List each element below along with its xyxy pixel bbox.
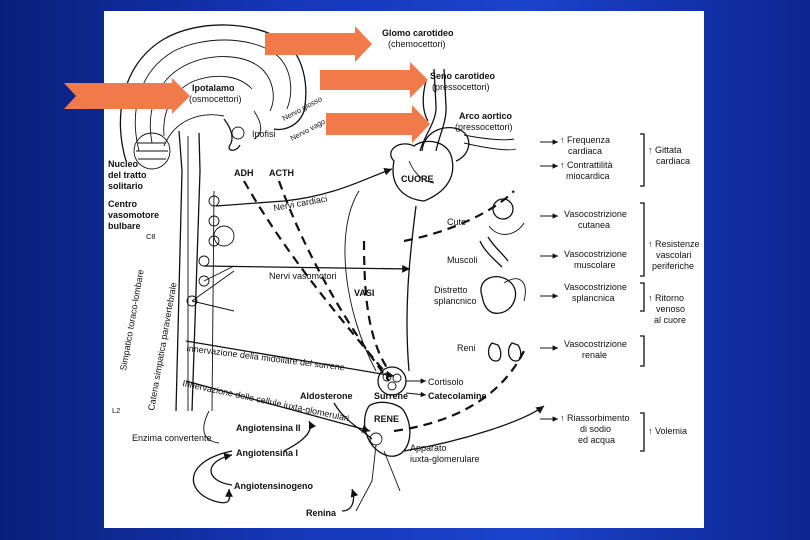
label-vasi: VASI bbox=[354, 288, 374, 298]
label-vaso-renale-1: Vasocostrizione bbox=[564, 339, 627, 349]
label-gittata-1: ↑ Gittata bbox=[648, 145, 682, 155]
label-angiotensina-ii: Angiotensina II bbox=[236, 423, 301, 433]
label-nucleo-3: solitario bbox=[108, 181, 144, 191]
label-centro-1: Centro bbox=[108, 199, 138, 209]
body-outline bbox=[406, 205, 417, 372]
label-gittata-2: cardiaca bbox=[656, 156, 690, 166]
label-nucleo-1: Nucleo bbox=[108, 159, 139, 169]
label-contrattilita-1: ↑ Contrattilità bbox=[560, 160, 613, 170]
adrenal-kidney-illustration bbox=[355, 366, 411, 512]
diagram-panel: CUORE Glomo carotideo (chemocettori) Sen… bbox=[104, 11, 704, 528]
label-c8: C8 bbox=[146, 232, 156, 241]
label-resistenze-2: vascolari bbox=[656, 250, 692, 260]
label-nervo-vago: Nervo vago bbox=[289, 117, 327, 143]
dashed-path-1 bbox=[243, 180, 385, 372]
heart-illustration: CUORE bbox=[390, 140, 454, 202]
label-vaso-splancnica-1: Vasocostrizione bbox=[564, 282, 627, 292]
label-simpatico: Simpatico toraco-lombare bbox=[118, 269, 146, 372]
label-catecolamine: Catecolamine bbox=[428, 391, 487, 401]
label-inn-midollare: Innervazione della midollare del surrene bbox=[186, 343, 346, 372]
label-aldosterone: Aldosterone bbox=[300, 391, 353, 401]
effect-brackets bbox=[640, 133, 645, 452]
splanchnic-illustration bbox=[480, 276, 526, 314]
label-cuore: CUORE bbox=[401, 174, 434, 184]
label-pressocettori-arco: (pressocettori) bbox=[455, 122, 513, 132]
label-renina: Renina bbox=[306, 508, 337, 518]
dashed-path-3 bbox=[362, 240, 390, 372]
label-l2: L2 bbox=[112, 406, 120, 415]
label-surrene: Surrene bbox=[374, 391, 408, 401]
muscle-illustration bbox=[479, 236, 509, 268]
label-apparato-1: Apparato bbox=[410, 443, 447, 453]
label-frequenza-1: ↑ Frequenza bbox=[560, 135, 610, 145]
label-vaso-cutanea-2: cutanea bbox=[578, 220, 610, 230]
label-angiotensinogeno: Angiotensinogeno bbox=[234, 481, 313, 491]
diagram-svg: CUORE Glomo carotideo (chemocettori) Sen… bbox=[108, 24, 700, 518]
label-apparato-2: iuxta-glomerulare bbox=[410, 454, 480, 464]
label-enzima: Enzima convertente bbox=[132, 433, 212, 443]
label-resistenze-1: ↑ Resistenze bbox=[648, 239, 700, 249]
label-nucleo-2: del tratto bbox=[108, 170, 147, 180]
curve-to-heart bbox=[344, 190, 377, 372]
label-arco: Arco aortico bbox=[459, 111, 513, 121]
label-centro-2: vasomotore bbox=[108, 210, 159, 220]
label-cute: Cute bbox=[447, 217, 466, 227]
label-reni: Reni bbox=[457, 343, 476, 353]
label-rene: RENE bbox=[374, 414, 399, 424]
label-resistenze-3: periferiche bbox=[652, 261, 694, 271]
label-seno: Seno carotideo bbox=[430, 71, 496, 81]
label-volemia: ↑ Volemia bbox=[648, 426, 687, 436]
sympathetic-chain bbox=[186, 190, 235, 412]
label-pressocettori-seno: (pressocettori) bbox=[432, 82, 490, 92]
dashed-path-4 bbox=[403, 190, 515, 243]
label-osmocettori: (osmocettori) bbox=[189, 94, 242, 104]
label-splancnico: splancnico bbox=[434, 296, 477, 306]
label-frequenza-2: cardiaca bbox=[568, 146, 602, 156]
label-distretto: Distretto bbox=[434, 285, 468, 295]
kidneys-illustration bbox=[487, 342, 522, 362]
label-ipofisi: Ipofisi bbox=[252, 129, 276, 139]
label-ritorno-2: venoso bbox=[656, 304, 685, 314]
label-ritorno-1: ↑ Ritorno bbox=[648, 293, 684, 303]
label-contrattilita-2: miocardica bbox=[566, 171, 610, 181]
label-vaso-muscolare-1: Vasocostrizione bbox=[564, 249, 627, 259]
face-illustration bbox=[488, 198, 525, 235]
label-vaso-renale-2: renale bbox=[582, 350, 607, 360]
label-acth: ACTH bbox=[269, 168, 294, 178]
dashed-path-2 bbox=[277, 180, 390, 382]
kidney-to-effect bbox=[403, 405, 545, 452]
label-nervi-vasomotori: Nervi vasomotori bbox=[269, 271, 337, 281]
label-adh: ADH bbox=[234, 168, 254, 178]
label-ipotalamo: Ipotalamo bbox=[192, 83, 235, 93]
curve-heart-kidney bbox=[393, 350, 525, 433]
label-muscoli: Muscoli bbox=[447, 255, 478, 265]
label-chemocettori: (chemocettori) bbox=[388, 39, 446, 49]
label-centro-3: bulbare bbox=[108, 221, 141, 231]
label-ritorno-3: al cuore bbox=[654, 315, 686, 325]
label-riassorbimento-2: di sodio bbox=[580, 424, 611, 434]
label-catena: Catena simpatica paravertebrale bbox=[146, 282, 178, 412]
label-cortisolo: Cortisolo bbox=[428, 377, 464, 387]
label-riassorbimento-1: ↑ Riassorbimento bbox=[560, 413, 630, 423]
label-glomo: Glomo carotideo bbox=[382, 28, 454, 38]
label-vaso-cutanea-1: Vasocostrizione bbox=[564, 209, 627, 219]
label-nervi-cardiaci: Nervi cardiaci bbox=[273, 194, 328, 213]
label-vaso-splancnica-2: splancnica bbox=[572, 293, 615, 303]
label-riassorbimento-3: ed acqua bbox=[578, 435, 615, 445]
label-vaso-muscolare-2: muscolare bbox=[574, 260, 616, 270]
label-angiotensina-i: Angiotensina I bbox=[236, 448, 298, 458]
